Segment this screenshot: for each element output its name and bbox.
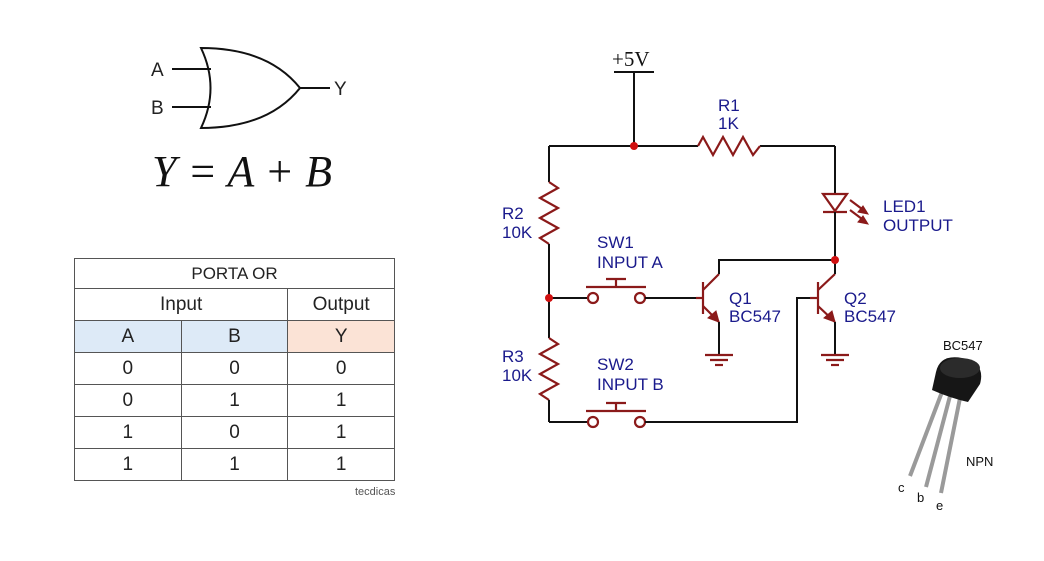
bc547-pin-e — [939, 397, 962, 494]
led1-diode — [820, 192, 870, 225]
bc547-pin-c — [908, 391, 944, 477]
or-gate-body — [199, 46, 302, 130]
q1-ground-icon — [705, 353, 733, 367]
bc547-picture: BC547 NPN c b e — [898, 338, 993, 513]
table-cell: 0 — [180, 352, 289, 385]
r1-value: 1K — [718, 114, 739, 133]
table-cell: 1 — [74, 448, 182, 481]
sw2-wire-right — [645, 297, 810, 423]
truth-table: PORTA OR Input Output A B Y 0 0 0 0 1 1 … — [73, 258, 395, 481]
column-header-a: A — [74, 320, 182, 353]
node-collectors — [831, 256, 839, 264]
q2-transistor — [810, 273, 836, 323]
table-cell: 0 — [74, 384, 182, 417]
bc547-pin-e-label: e — [936, 498, 943, 513]
table-row: 1 0 1 — [74, 416, 395, 449]
sw2-function: INPUT B — [597, 375, 664, 394]
r2-name: R2 — [502, 204, 524, 223]
table-cell: 0 — [74, 352, 182, 385]
r1-resistor — [697, 134, 761, 158]
table-cell: 1 — [287, 448, 395, 481]
truth-table-header-row: A B Y — [74, 320, 395, 353]
q1-collector-wire — [718, 259, 835, 274]
bc547-body-top — [940, 358, 980, 378]
r3-name: R3 — [502, 347, 524, 366]
node-supply — [630, 142, 638, 150]
column-header-b: B — [180, 320, 289, 353]
bc547-pin-b-label: b — [917, 490, 924, 505]
led1-function: OUTPUT — [883, 216, 953, 235]
table-cell: 0 — [180, 416, 289, 449]
sw2-name: SW2 — [597, 355, 634, 374]
table-cell: 1 — [287, 416, 395, 449]
sw2-switch — [586, 401, 647, 429]
q2-ground-icon — [821, 353, 849, 367]
truth-table-group-input: Input — [73, 288, 289, 321]
sw1-name: SW1 — [597, 233, 634, 252]
q1-model: BC547 — [729, 307, 781, 326]
table-cell: 1 — [74, 416, 182, 449]
schematic: +5V R1 1K R2 10K R3 10K SW1 INPUT A — [502, 47, 953, 429]
bc547-pin-b — [924, 395, 952, 488]
q1-name: Q1 — [729, 289, 752, 308]
r2-resistor — [537, 181, 561, 245]
node-base-divider — [545, 294, 553, 302]
table-cell: 1 — [180, 448, 289, 481]
bc547-type: NPN — [966, 454, 993, 469]
table-cell: 1 — [287, 384, 395, 417]
r2-value: 10K — [502, 223, 533, 242]
truth-table-group-output: Output — [287, 288, 395, 321]
or-gate-input-b-label: B — [151, 98, 164, 119]
bc547-picture-label: BC547 — [943, 338, 983, 353]
table-cell: 0 — [287, 352, 395, 385]
table-cell: 1 — [180, 384, 289, 417]
q1-transistor — [696, 273, 720, 323]
r1-name: R1 — [718, 96, 740, 115]
column-header-y: Y — [287, 320, 395, 353]
q2-name: Q2 — [844, 289, 867, 308]
truth-table-title-row: PORTA OR — [74, 258, 395, 289]
table-row: 0 0 0 — [74, 352, 395, 385]
supply-label: +5V — [612, 47, 650, 71]
q2-model: BC547 — [844, 307, 896, 326]
table-row: 1 1 1 — [74, 448, 395, 481]
table-row: 0 1 1 — [74, 384, 395, 417]
or-gate-input-a-label: A — [151, 60, 164, 81]
truth-table-group-row: Input Output — [73, 288, 395, 321]
or-gate: A B Y — [151, 46, 347, 130]
r3-resistor — [537, 337, 561, 401]
bc547-pin-c-label: c — [898, 480, 905, 495]
truth-table-title: PORTA OR — [74, 258, 395, 289]
credit-text: tecdicas — [355, 486, 396, 498]
or-gate-output-label: Y — [334, 79, 347, 100]
boolean-equation: Y = A + B — [152, 147, 332, 196]
sw1-switch — [586, 277, 647, 305]
r3-value: 10K — [502, 366, 533, 385]
sw1-function: INPUT A — [597, 253, 663, 272]
led1-name: LED1 — [883, 197, 926, 216]
